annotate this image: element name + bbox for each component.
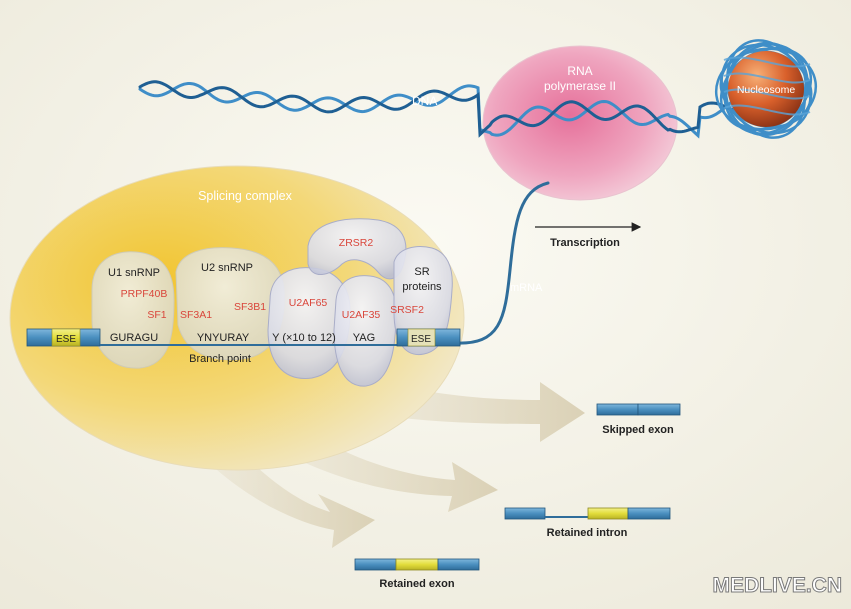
nucleosome-wrap-front	[723, 104, 811, 116]
ese-right-box	[407, 328, 436, 347]
srsf2-label: SRSF2	[390, 304, 424, 316]
ese-right-label: ESE	[411, 334, 431, 345]
skipped-exon-exon2	[637, 403, 681, 416]
dna-strand-a	[138, 82, 736, 139]
skipped-exon-exon1	[596, 403, 639, 416]
nucleosome-wrap-front	[723, 88, 811, 100]
sr-proteins-label: SR	[414, 266, 429, 278]
branch-point-label: Branch point	[189, 353, 251, 365]
u1-snrnp-label: U1 snRNP	[108, 267, 160, 279]
prpf40b-label: PRPF40B	[121, 288, 168, 300]
rna-polymerase-label: RNA	[567, 64, 592, 78]
nucleosome-wrap	[714, 47, 818, 131]
retained-exon-exon2	[437, 558, 480, 571]
dna-label: DNA	[412, 94, 437, 108]
rna-polymerase-label-2: polymerase II	[544, 79, 616, 93]
zrsr2-label: ZRSR2	[339, 237, 374, 249]
sr-proteins-label-2: proteins	[402, 281, 442, 293]
retained-intron-transcript	[504, 507, 671, 520]
retained-intron-label: Retained intron	[547, 527, 628, 539]
u2af35-blob	[333, 275, 397, 387]
skipped-exon-transcript	[596, 403, 681, 416]
ese-left-box	[51, 328, 81, 347]
retained-exon-yellow	[395, 558, 439, 571]
nucleosome-wrap-front	[723, 56, 811, 68]
rna-polymerase-ellipse	[482, 45, 678, 201]
retained-intron-yellow	[587, 507, 629, 520]
sf3a1-label: SF3A1	[180, 309, 212, 321]
dna-helix	[138, 80, 736, 139]
skipped-exon-label: Skipped exon	[602, 424, 674, 436]
retained-exon-transcript	[354, 558, 480, 571]
mrna-strand	[453, 181, 550, 345]
u2-snrnp-label: U2 snRNP	[201, 262, 253, 274]
retained-intron-exon2	[627, 507, 671, 520]
ese-left-label: ESE	[56, 334, 76, 345]
pre-mrna-strip	[26, 328, 461, 347]
watermark: MEDLIVE.CN	[712, 574, 842, 597]
nucleosome-wrap-front	[723, 72, 811, 84]
yag-label: YAG	[353, 332, 375, 344]
ynyuray-label: YNYURAY	[197, 332, 250, 344]
sf1-label: SF1	[147, 309, 166, 321]
retained-exon-exon1	[354, 558, 397, 571]
transcription-label: Transcription	[550, 237, 620, 249]
sf3b1-label: SF3B1	[234, 301, 266, 313]
guragu-label: GURAGU	[110, 332, 158, 344]
nucleosome-core	[728, 51, 804, 127]
u2af65-label: U2AF65	[289, 297, 328, 309]
sr-proteins-blob	[393, 246, 453, 356]
arrow-to-retained-intron	[230, 390, 498, 512]
u1-snrnp-blob	[91, 251, 175, 369]
mrna-label: mRNA	[510, 282, 543, 294]
nucleosome	[714, 39, 818, 139]
retained-exon-label: Retained exon	[379, 578, 454, 590]
protein-blobs	[91, 218, 453, 387]
nucleosome-wrap	[724, 41, 808, 137]
retained-intron-exon1	[504, 507, 546, 520]
y-repeat-label: Y (×10 to 12)	[272, 332, 336, 344]
nucleosome-label: Nucleosome	[737, 84, 796, 96]
u2af35-label: U2AF35	[342, 309, 381, 321]
splicing-complex-label: Splicing complex	[198, 189, 293, 203]
dna-strand-b	[138, 80, 736, 138]
